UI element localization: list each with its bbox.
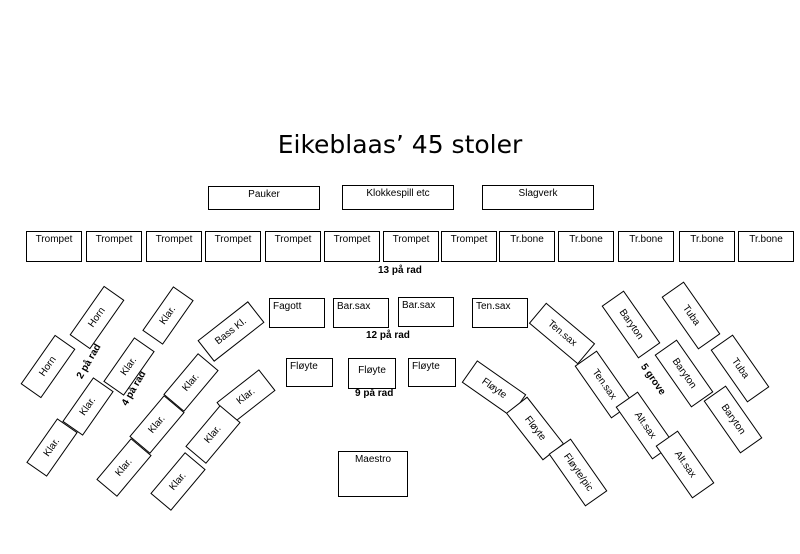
seat-trompet-4: Trompet (205, 231, 261, 262)
seat-floyte-3: Fløyte (408, 358, 456, 387)
seat-trompet-8: Trompet (441, 231, 497, 262)
seat-trompet-5: Trompet (265, 231, 321, 262)
seat-tensax-1: Ten.sax (472, 298, 528, 328)
seat-trompet-2: Trompet (86, 231, 142, 262)
label-9-pa-rad: 9 på rad (355, 388, 394, 399)
seat-horn-2: Horn (20, 334, 76, 399)
label-12-pa-rad: 12 på rad (366, 330, 410, 341)
seat-altsax-2: Alt.sax (655, 430, 715, 499)
seat-trbone-1: Tr.bone (499, 231, 555, 262)
seat-klar-4: Klar. (26, 418, 78, 477)
seat-tuba-1: Tuba (661, 281, 721, 350)
seat-barsax-1: Bar.sax (333, 298, 389, 328)
seat-floyte-pic: Fløyte/pic (548, 438, 608, 507)
seat-floyte-1: Fløyte (286, 358, 333, 387)
seat-klar-2: Klar. (103, 337, 155, 396)
seat-slagverk: Slagverk (482, 185, 594, 210)
seat-trbone-4: Tr.bone (679, 231, 735, 262)
seat-fagott: Fagott (269, 298, 325, 328)
seat-trompet-6: Trompet (324, 231, 380, 262)
seat-klokkespill: Klokkespill etc (342, 185, 454, 210)
seat-trbone-5: Tr.bone (738, 231, 794, 262)
seat-klar-1: Klar. (142, 286, 194, 345)
seat-trompet-1: Trompet (26, 231, 82, 262)
chart-title: Eikeblaas’ 45 stoler (277, 130, 523, 159)
seat-horn-1: Horn (69, 285, 125, 350)
seat-maestro: Maestro (338, 451, 408, 497)
seat-trompet-7: Trompet (383, 231, 439, 262)
seat-trompet-3: Trompet (146, 231, 202, 262)
label-13-pa-rad: 13 på rad (378, 265, 422, 276)
seat-pauker: Pauker (208, 186, 320, 210)
seat-floyte-2: Fløyte (348, 358, 396, 389)
seat-bass-kl: Bass Kl. (197, 301, 265, 362)
seat-trbone-2: Tr.bone (558, 231, 614, 262)
seat-baryton-1: Baryton (601, 290, 661, 359)
seat-trbone-3: Tr.bone (618, 231, 674, 262)
seat-baryton-2: Baryton (654, 339, 714, 408)
seat-barsax-2: Bar.sax (398, 297, 454, 327)
seat-tensax-2: Ten.sax (528, 302, 596, 365)
seat-klar-10: Klar. (150, 452, 206, 511)
